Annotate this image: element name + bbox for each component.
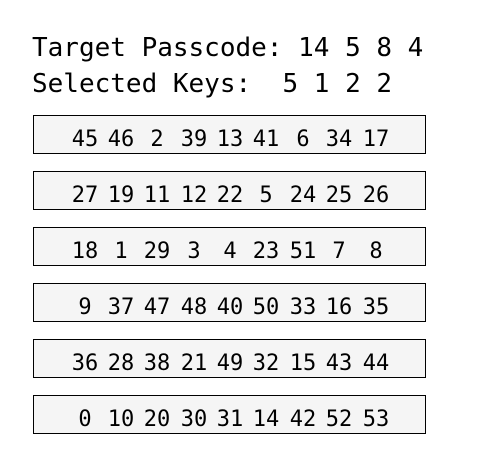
- key-button[interactable]: 13: [216, 127, 244, 152]
- key-button[interactable]: 0: [78, 407, 92, 432]
- key-button[interactable]: 25: [325, 183, 353, 208]
- key-button[interactable]: 6: [296, 127, 310, 152]
- key-button[interactable]: 10: [107, 407, 135, 432]
- key-button[interactable]: 31: [216, 407, 244, 432]
- key-button[interactable]: 29: [143, 239, 171, 264]
- target-passcode-line: Target Passcode: 14 5 8 4: [32, 33, 423, 63]
- key-button[interactable]: 9: [78, 295, 92, 320]
- key-button[interactable]: 47: [143, 295, 171, 320]
- keypad-row: 36 28 38 21 49 32 15 43 44: [33, 339, 426, 378]
- key-button[interactable]: 20: [143, 407, 171, 432]
- key-button[interactable]: 50: [252, 295, 280, 320]
- key-button[interactable]: 44: [362, 351, 390, 376]
- keypad-row: 9 37 47 48 40 50 33 16 35: [33, 283, 426, 322]
- key-button[interactable]: 22: [216, 183, 244, 208]
- keypad-row: 45 46 2 39 13 41 6 34 17: [33, 115, 426, 154]
- key-button[interactable]: 28: [107, 351, 135, 376]
- key-button[interactable]: 11: [143, 183, 171, 208]
- key-button[interactable]: 1: [114, 239, 128, 264]
- key-button[interactable]: 18: [71, 239, 99, 264]
- key-button[interactable]: 48: [180, 295, 208, 320]
- key-button[interactable]: 42: [289, 407, 317, 432]
- key-button[interactable]: 26: [362, 183, 390, 208]
- target-passcode-label: Target Passcode:: [32, 33, 283, 63]
- key-button[interactable]: 2: [150, 127, 164, 152]
- key-button[interactable]: 33: [289, 295, 317, 320]
- key-button[interactable]: 34: [325, 127, 353, 152]
- key-button[interactable]: 15: [289, 351, 317, 376]
- key-button[interactable]: 36: [71, 351, 99, 376]
- key-button[interactable]: 17: [362, 127, 390, 152]
- keypad-row: 0 10 20 30 31 14 42 52 53: [33, 395, 426, 434]
- key-button[interactable]: 3: [187, 239, 201, 264]
- target-passcode-value: 14 5 8 4: [298, 33, 424, 63]
- key-button[interactable]: 4: [223, 239, 237, 264]
- key-button[interactable]: 24: [289, 183, 317, 208]
- key-button[interactable]: 52: [325, 407, 353, 432]
- key-button[interactable]: 49: [216, 351, 244, 376]
- key-button[interactable]: 35: [362, 295, 390, 320]
- key-button[interactable]: 37: [107, 295, 135, 320]
- key-button[interactable]: 19: [107, 183, 135, 208]
- key-button[interactable]: 8: [369, 239, 383, 264]
- selected-keys-line: Selected Keys: 5 1 2 2: [32, 69, 392, 99]
- key-button[interactable]: 14: [252, 407, 280, 432]
- key-button[interactable]: 38: [143, 351, 171, 376]
- key-button[interactable]: 45: [71, 127, 99, 152]
- keypad-row: 27 19 11 12 22 5 24 25 26: [33, 171, 426, 210]
- key-button[interactable]: 32: [252, 351, 280, 376]
- key-button[interactable]: 51: [289, 239, 317, 264]
- key-button[interactable]: 46: [107, 127, 135, 152]
- key-button[interactable]: 21: [180, 351, 208, 376]
- key-button[interactable]: 23: [252, 239, 280, 264]
- key-button[interactable]: 43: [325, 351, 353, 376]
- key-button[interactable]: 30: [180, 407, 208, 432]
- key-button[interactable]: 41: [252, 127, 280, 152]
- selected-keys-label: Selected Keys:: [32, 69, 252, 99]
- key-button[interactable]: 39: [180, 127, 208, 152]
- selected-keys-value: 5 1 2 2: [282, 69, 393, 99]
- key-button[interactable]: 16: [325, 295, 353, 320]
- key-button[interactable]: 40: [216, 295, 244, 320]
- key-button[interactable]: 53: [362, 407, 390, 432]
- key-button[interactable]: 12: [180, 183, 208, 208]
- key-button[interactable]: 27: [71, 183, 99, 208]
- key-button[interactable]: 5: [259, 183, 273, 208]
- key-button[interactable]: 7: [332, 239, 346, 264]
